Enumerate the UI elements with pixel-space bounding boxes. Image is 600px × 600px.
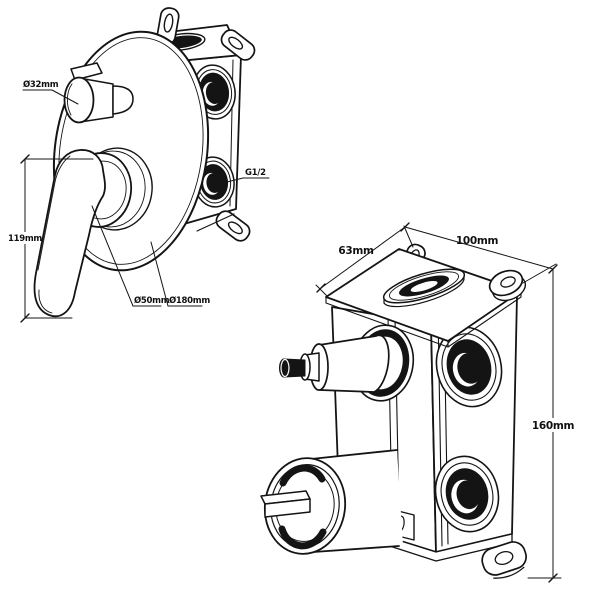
dim-line-63	[320, 226, 406, 289]
leader-180	[150, 241, 169, 307]
clip-bar-front	[264, 498, 311, 518]
ext-63	[315, 284, 328, 297]
right-lug-face	[488, 269, 524, 297]
tick	[20, 313, 30, 323]
collar-rim	[388, 271, 460, 301]
iso-bottom-lug	[481, 541, 527, 579]
dim-label-32mm: Ø32mm	[23, 79, 59, 90]
collar-hole	[410, 281, 438, 292]
iso-lower-cylinder	[260, 449, 403, 555]
ext-apex	[403, 225, 414, 248]
leader-g12	[210, 177, 244, 187]
iso-dimensions: 63mm 100mm 160mm	[315, 222, 575, 583]
dim-label-119mm: 119mm	[8, 234, 42, 244]
bottom-lug-thickness	[493, 566, 525, 579]
iso-upper-port	[435, 326, 503, 408]
diverter-tab	[70, 62, 103, 81]
leader-50	[91, 205, 134, 307]
diverter-face	[63, 76, 95, 124]
iso-right-lug	[488, 269, 527, 302]
tick	[20, 154, 30, 164]
dim-line-100	[404, 226, 554, 270]
tick	[548, 264, 558, 274]
front-dimensions: 119mm Ø32mm Ø50mm Ø180mm G1/2	[8, 79, 270, 323]
dim-label-g12: G1/2	[245, 168, 266, 178]
dim-label-100mm: 100mm	[456, 235, 499, 247]
upper-port	[192, 64, 236, 120]
lever	[33, 149, 106, 318]
diverter-face-rim	[66, 83, 73, 116]
ext-100	[522, 263, 557, 284]
iso-upper-cylinder	[279, 324, 415, 402]
lever-tip-line	[38, 289, 53, 314]
label-bg-160	[534, 418, 572, 432]
leader-32	[51, 89, 79, 105]
dim-label-180mm: Ø180mm	[169, 295, 210, 306]
lower-cyl-dark-bottom	[278, 525, 327, 550]
dim-label-63mm: 63mm	[338, 245, 374, 257]
iso-view: 63mm 100mm 160mm	[260, 222, 575, 583]
top-lug	[156, 7, 180, 45]
bottom-lug-hole	[494, 551, 514, 565]
collar-side	[383, 278, 465, 308]
bottom-flange-edge	[196, 213, 235, 232]
upper-cyl-outline	[318, 334, 390, 393]
lever-handle	[33, 147, 153, 318]
upper-cyl-fill	[319, 335, 389, 392]
diverter-cap	[112, 85, 134, 115]
front-view: 119mm Ø32mm Ø50mm Ø180mm G1/2	[8, 7, 270, 323]
label-bg	[12, 232, 38, 244]
dim-label-50mm: Ø50mm	[134, 295, 170, 306]
tick	[548, 573, 558, 583]
tick	[400, 222, 410, 232]
upper-tip-face	[280, 358, 290, 378]
dim-label-160mm: 160mm	[532, 420, 575, 432]
diverter-knob	[63, 62, 134, 124]
lower-cyl-dark-top	[279, 464, 326, 487]
bottom-lug-face	[481, 541, 527, 576]
iso-top-collar	[382, 268, 466, 308]
right-lug-hole	[500, 276, 516, 288]
upper-right-lug	[220, 29, 256, 61]
trim-plate-rim	[58, 37, 204, 265]
iso-lower-port	[434, 455, 500, 533]
lever-highlight	[37, 155, 71, 271]
tick	[316, 283, 326, 293]
